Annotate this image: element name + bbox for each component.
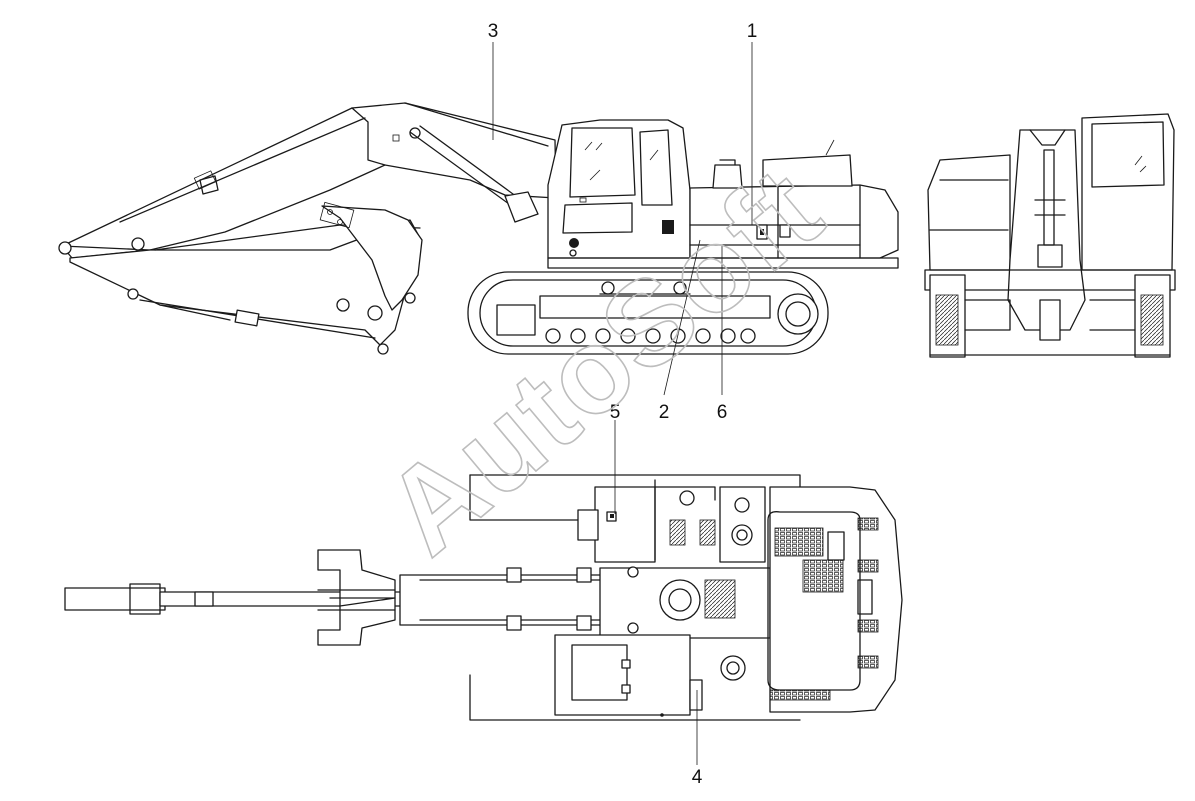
callout-2: 2 bbox=[659, 402, 670, 423]
boom bbox=[58, 102, 557, 259]
upper-structure bbox=[547, 119, 899, 269]
callout-6: 6 bbox=[717, 402, 728, 423]
callout-3: 3 bbox=[488, 21, 499, 42]
boom-cylinder bbox=[409, 125, 539, 223]
side-view bbox=[58, 102, 899, 355]
callout-labels: 1 3 2 6 5 4 bbox=[488, 21, 758, 788]
callout-5: 5 bbox=[610, 402, 621, 423]
front-view bbox=[924, 113, 1176, 358]
undercarriage bbox=[467, 271, 829, 355]
leader-lines bbox=[492, 42, 753, 765]
top-view bbox=[64, 474, 903, 721]
track-rollers bbox=[545, 328, 756, 344]
bucket bbox=[319, 201, 423, 311]
callout-4: 4 bbox=[692, 767, 703, 788]
callout-1: 1 bbox=[747, 21, 758, 42]
